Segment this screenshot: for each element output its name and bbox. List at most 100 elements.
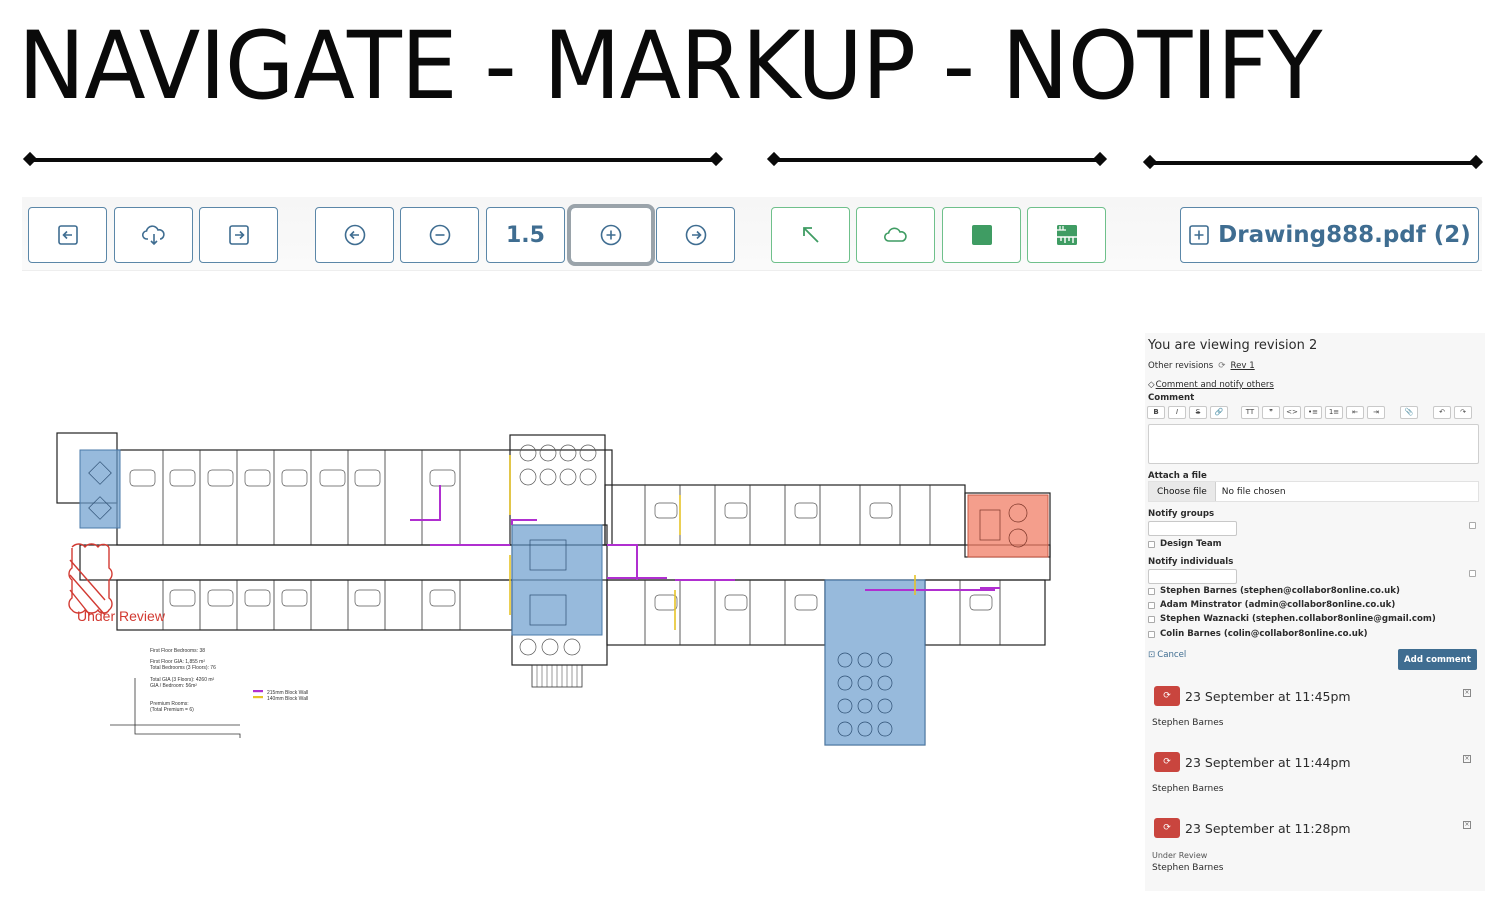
individual-checkbox[interactable]	[1148, 601, 1155, 609]
individual-checkbox[interactable]	[1148, 615, 1155, 623]
individual-name: Stephen Barnes (stephen@collabor8online.…	[1160, 586, 1400, 596]
filled-square-icon	[971, 225, 992, 245]
bullet-list-button[interactable]: •≡	[1304, 405, 1322, 419]
redo-button[interactable]: ↷	[1454, 405, 1472, 419]
floor-plan-drawing[interactable]: Under Review First Floor Bedrooms: 38 Fi…	[50, 425, 1080, 770]
notify-groups-label: Notify groups	[1148, 509, 1215, 519]
revision-icon: ⟳	[1218, 361, 1226, 371]
plan-note: Total GIA (3 Floors): 4260 m²	[150, 677, 215, 683]
attach-label: Attach a file	[1148, 471, 1207, 481]
groups-select-all-checkbox[interactable]	[1469, 522, 1476, 529]
other-revisions-label: Other revisions	[1148, 361, 1214, 371]
revision-panel: You are viewing revision 2 Other revisio…	[1145, 333, 1485, 891]
individual-option[interactable]: Stephen Waznacki (stephen.collabor8onlin…	[1148, 614, 1436, 624]
individual-name: Adam Minstrator (admin@collabor8online.c…	[1160, 600, 1396, 610]
next-button[interactable]	[656, 207, 735, 263]
divider-notify	[1148, 161, 1478, 165]
comment-label: Comment	[1148, 393, 1195, 403]
prev-button[interactable]	[315, 207, 394, 263]
arrow-right-circle-icon	[685, 224, 706, 246]
bold-button[interactable]: B	[1147, 405, 1165, 419]
individual-option[interactable]: Adam Minstrator (admin@collabor8online.c…	[1148, 600, 1395, 610]
plan-note: Premium Rooms:	[150, 701, 189, 707]
delete-comment-icon[interactable]: ×	[1463, 689, 1471, 697]
arrow-tool-button[interactable]	[771, 207, 850, 263]
zoom-value: 1.5	[506, 222, 545, 248]
plus-circle-icon	[600, 224, 622, 246]
cloud-icon	[883, 227, 907, 242]
individual-name: Stephen Waznacki (stephen.collabor8onlin…	[1160, 614, 1436, 624]
markup-avatar: ⟳	[1154, 686, 1180, 706]
prev-page-button[interactable]	[28, 207, 107, 263]
groups-search-input[interactable]	[1148, 521, 1237, 536]
group-name: Design Team	[1160, 539, 1222, 549]
comment-notify-row[interactable]: ◇ Comment and notify others	[1148, 380, 1274, 390]
group-checkbox[interactable]	[1148, 540, 1155, 548]
delete-comment-icon[interactable]: ×	[1463, 755, 1471, 763]
markup-avatar: ⟳	[1154, 818, 1180, 838]
zoom-in-button[interactable]	[567, 204, 655, 266]
individuals-select-all-checkbox[interactable]	[1469, 570, 1476, 577]
quote-button[interactable]: ❞	[1262, 405, 1280, 419]
undo-button[interactable]: ↶	[1433, 405, 1451, 419]
rev-1-link[interactable]: Rev 1	[1230, 361, 1255, 371]
comment-status: Under Review	[1152, 851, 1208, 860]
individual-checkbox[interactable]	[1148, 630, 1155, 638]
editor-toolbar: B I S 🔗 TT ❞ <> •≡ 1≡ ⇤ ⇥ 📎 ↶ ↷	[1147, 404, 1481, 420]
arrow-right-square-icon	[228, 225, 249, 245]
link-button[interactable]: 🔗	[1210, 405, 1228, 419]
add-comment-button[interactable]: Add comment	[1398, 649, 1477, 670]
strike-button[interactable]: S	[1189, 405, 1207, 419]
plan-note: First Floor GIA: 1,855 m²	[150, 659, 205, 665]
choose-file-button[interactable]: Choose file	[1149, 482, 1216, 501]
individuals-search-input[interactable]	[1148, 569, 1237, 584]
markup-icon: ⟳	[1163, 691, 1171, 701]
arrow-left-circle-icon	[344, 224, 365, 246]
number-list-button[interactable]: 1≡	[1325, 405, 1343, 419]
no-file-text: No file chosen	[1221, 486, 1286, 497]
plan-note: Total Bedrooms (3 Floors): 76	[150, 665, 216, 671]
divider-markup	[772, 158, 1102, 162]
download-button[interactable]	[114, 207, 193, 263]
measure-tool-button[interactable]	[1027, 207, 1106, 263]
add-file-button[interactable]: Drawing888.pdf (2)	[1180, 207, 1479, 263]
next-page-button[interactable]	[199, 207, 278, 263]
code-button[interactable]: <>	[1283, 405, 1301, 419]
panel-title: You are viewing revision 2	[1148, 338, 1318, 353]
individual-option[interactable]: Stephen Barnes (stephen@collabor8online.…	[1148, 586, 1400, 596]
minus-circle-icon	[429, 224, 450, 246]
zoom-level[interactable]: 1.5	[486, 207, 565, 263]
cloud-tool-button[interactable]	[856, 207, 935, 263]
cancel-button[interactable]: ⊡ Cancel	[1148, 650, 1186, 660]
individual-checkbox[interactable]	[1148, 587, 1155, 595]
indent-button[interactable]: ⇥	[1367, 405, 1385, 419]
comment-editor[interactable]	[1148, 424, 1479, 464]
zoom-out-button[interactable]	[400, 207, 479, 263]
headline: NAVIGATE - MARKUP - NOTIFY	[18, 12, 1322, 121]
legend-item: 140mm Block Wall	[267, 696, 308, 702]
comment-time: 23 September at 11:44pm	[1185, 755, 1351, 770]
markup-icon: ⟳	[1163, 757, 1171, 767]
markup-icon: ⟳	[1163, 823, 1171, 833]
italic-button[interactable]: I	[1168, 405, 1186, 419]
file-input[interactable]: Choose file No file chosen	[1148, 481, 1479, 502]
delete-comment-icon[interactable]: ×	[1463, 821, 1471, 829]
legend-swatch	[253, 696, 263, 699]
comment-author: Stephen Barnes	[1152, 784, 1224, 794]
plan-note: First Floor Bedrooms: 38	[150, 648, 205, 654]
comment-author: Stephen Barnes	[1152, 863, 1224, 873]
arrow-left-square-icon	[57, 225, 78, 245]
heading-button[interactable]: TT	[1241, 405, 1259, 419]
cloud-download-icon	[141, 225, 165, 246]
divider-navigate	[28, 158, 718, 162]
legend-swatch	[253, 690, 263, 693]
attach-button[interactable]: 📎	[1400, 405, 1418, 419]
comment-notify-link[interactable]: Comment and notify others	[1155, 380, 1274, 390]
individual-option[interactable]: Colin Barnes (colin@collabor8online.co.u…	[1148, 629, 1368, 639]
file-name: Drawing888.pdf (2)	[1218, 222, 1471, 248]
comment-author: Stephen Barnes	[1152, 718, 1224, 728]
group-option[interactable]: Design Team	[1148, 539, 1222, 549]
rectangle-tool-button[interactable]	[942, 207, 1021, 263]
legend-item: 215mm Block Wall	[267, 690, 308, 696]
outdent-button[interactable]: ⇤	[1346, 405, 1364, 419]
